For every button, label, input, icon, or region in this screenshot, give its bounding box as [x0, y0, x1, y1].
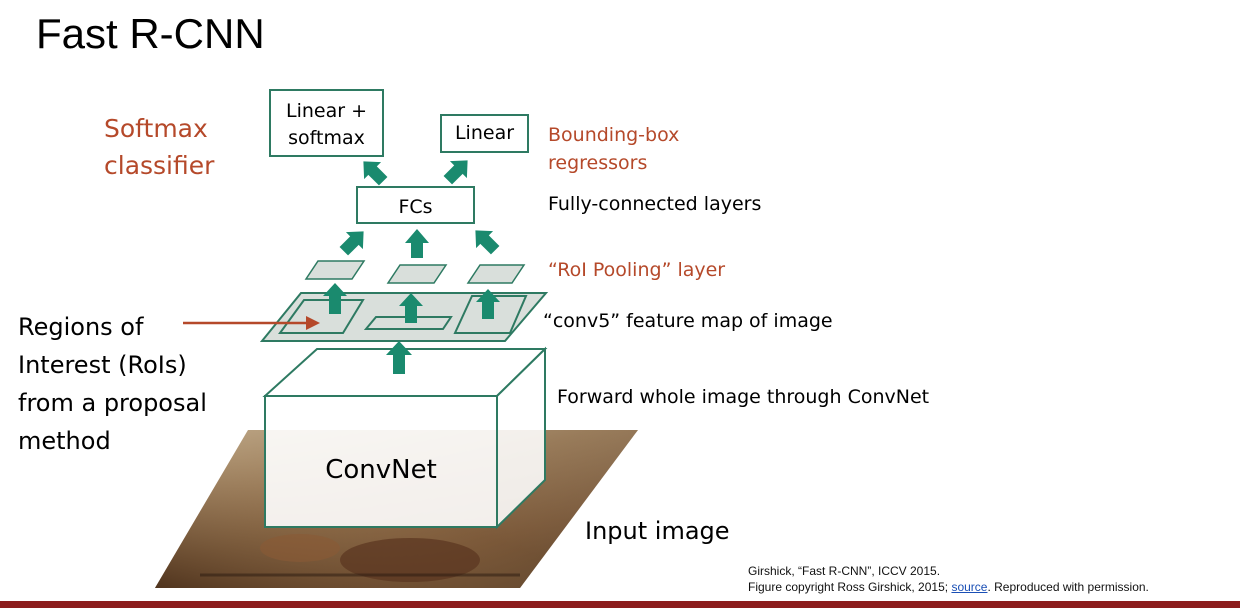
roi-pointer-arrow	[183, 316, 320, 330]
flow-arrows	[323, 160, 500, 374]
slide-title: Fast R-CNN	[36, 10, 265, 57]
convnet-label: ConvNet	[325, 455, 437, 485]
convnet-cube	[262, 346, 548, 530]
citation-line-2: Figure copyright Ross Girshick, 2015; so…	[748, 580, 1149, 594]
conv5-feature-map	[259, 292, 549, 342]
linear-label: Linear	[454, 122, 515, 144]
input-image-label: Input image	[585, 517, 730, 545]
linear-box	[440, 114, 529, 153]
linear-softmax-label: Linear + softmax	[285, 100, 367, 149]
fully-connected-label: Fully-connected layers	[548, 193, 762, 215]
citation-line-1: Girshick, “Fast R-CNN”, ICCV 2015.	[748, 564, 941, 578]
bbox-regressors-label: Bounding-box regressors	[548, 124, 680, 174]
fcs-box	[356, 186, 475, 224]
footer-bar	[0, 601, 1240, 608]
source-link[interactable]: source	[951, 580, 988, 594]
forward-label: Forward whole image through ConvNet	[557, 386, 930, 408]
conv5-label: “conv5” feature map of image	[543, 310, 833, 332]
roi-pooling-outputs	[304, 260, 526, 284]
rois-label: Regions of Interest (RoIs) from a propos…	[18, 313, 207, 455]
fcs-label: FCs	[398, 196, 433, 218]
linear-softmax-box	[269, 89, 384, 157]
roi-pooling-label: “RoI Pooling” layer	[548, 259, 726, 281]
softmax-classifier-label: Softmax classifier	[104, 114, 215, 180]
